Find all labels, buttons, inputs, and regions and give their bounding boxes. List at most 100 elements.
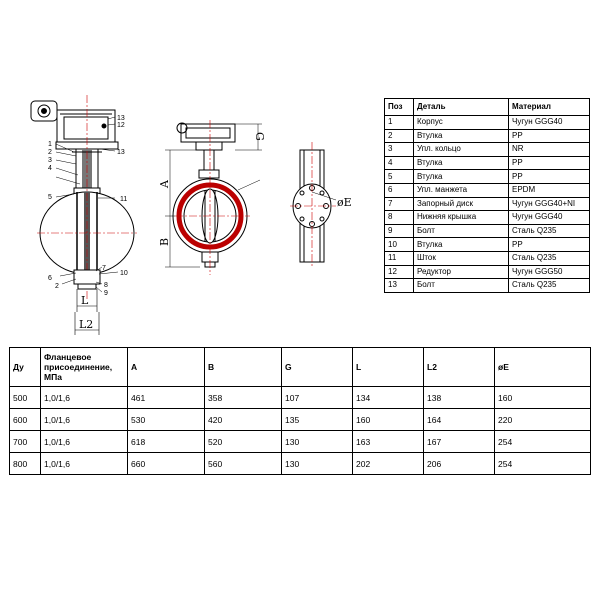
col-part: Деталь (413, 98, 509, 116)
parts-cell-pos: 11 (384, 250, 414, 266)
callout-5: 5 (48, 194, 52, 201)
dims-cell-l: 160 (352, 408, 424, 431)
parts-cell-part: Упл. манжета (413, 182, 509, 198)
front-view (165, 120, 262, 275)
parts-cell-material: Сталь Q235 (508, 223, 590, 239)
callout-3: 3 (48, 157, 52, 164)
dims-cell-l2: 206 (423, 452, 495, 475)
dims-cell-l: 202 (352, 452, 424, 475)
parts-cell-pos: 13 (384, 278, 414, 293)
parts-cell-pos: 4 (384, 155, 414, 171)
callout-12: 12 (117, 122, 125, 129)
dim-l2-label: L2 (79, 318, 93, 331)
dims-cell-l: 134 (352, 386, 424, 409)
col-a: A (127, 347, 205, 387)
parts-cell-part: Редуктор (413, 264, 509, 280)
dims-cell-e: 220 (494, 408, 591, 431)
callout-13: 13 (117, 149, 125, 156)
dims-cell-pressure: 1,0/1,6 (40, 408, 128, 431)
dims-cell-b: 420 (204, 408, 282, 431)
dimensions-table: Ду Фланцевое присоединение, МПа A B G L … (9, 347, 591, 475)
col-l: L (352, 347, 424, 387)
parts-cell-material: Чугун GGG50 (508, 264, 590, 280)
dims-cell-a: 618 (127, 430, 205, 453)
parts-cell-part: Запорный диск (413, 196, 509, 212)
parts-cell-pos: 9 (384, 223, 414, 239)
parts-cell-material: Чугун GGG40 (508, 115, 590, 130)
col-pos: Поз (384, 98, 414, 116)
parts-cell-material: PP (508, 169, 590, 184)
dims-cell-e: 254 (494, 430, 591, 453)
parts-cell-pos: 8 (384, 210, 414, 225)
col-l2: L2 (423, 347, 495, 387)
dims-cell-dn: 600 (9, 408, 41, 431)
dims-cell-b: 560 (204, 452, 282, 475)
callout-2: 2 (48, 149, 52, 156)
dims-cell-dn: 700 (9, 430, 41, 453)
dim-b-label: B (158, 238, 171, 246)
dims-cell-l2: 167 (423, 430, 495, 453)
dims-cell-a: 461 (127, 386, 205, 409)
callout-6: 6 (48, 275, 52, 282)
parts-cell-pos: 2 (384, 128, 414, 144)
dim-e-label: øE (337, 196, 352, 209)
dims-cell-g: 130 (281, 452, 353, 475)
valve-technical-drawing: 1 2 3 4 5 6 2 7 8 9 10 11 12 13 13 L L2 … (30, 95, 352, 335)
callout-13-top: 13 (117, 115, 125, 122)
callout-8: 8 (104, 282, 108, 289)
callout-2b: 2 (55, 283, 59, 290)
parts-cell-pos: 3 (384, 142, 414, 157)
parts-cell-material: PP (508, 237, 590, 252)
dims-cell-dn: 500 (9, 386, 41, 409)
parts-cell-material: Сталь Q235 (508, 278, 590, 293)
parts-cell-material: PP (508, 128, 590, 144)
dims-cell-a: 530 (127, 408, 205, 431)
parts-cell-material: Сталь Q235 (508, 250, 590, 266)
dims-cell-g: 107 (281, 386, 353, 409)
dims-cell-dn: 800 (9, 452, 41, 475)
parts-cell-part: Нижняя крышка (413, 210, 509, 225)
parts-cell-pos: 6 (384, 182, 414, 198)
dims-cell-g: 135 (281, 408, 353, 431)
callout-11: 11 (120, 196, 127, 203)
callout-4: 4 (48, 165, 52, 172)
parts-cell-material: PP (508, 155, 590, 171)
parts-cell-part: Втулка (413, 128, 509, 144)
callout-10: 10 (120, 270, 128, 277)
parts-cell-part: Болт (413, 278, 509, 293)
parts-cell-material: Чугун GGG40 (508, 210, 590, 225)
col-e: øE (494, 347, 591, 387)
dim-a-label: A (158, 179, 171, 189)
dims-cell-a: 660 (127, 452, 205, 475)
dims-cell-g: 130 (281, 430, 353, 453)
dims-cell-b: 520 (204, 430, 282, 453)
dim-g-label: G (253, 132, 266, 141)
dims-cell-e: 160 (494, 386, 591, 409)
parts-cell-part: Упл. кольцо (413, 142, 509, 157)
parts-cell-part: Шток (413, 250, 509, 266)
dims-cell-l2: 164 (423, 408, 495, 431)
side-view (30, 95, 137, 335)
callout-1: 1 (48, 141, 52, 148)
dims-cell-l: 163 (352, 430, 424, 453)
dims-cell-pressure: 1,0/1,6 (40, 452, 128, 475)
parts-cell-material: Чугун GGG40+NI (508, 196, 590, 212)
col-dn: Ду (9, 347, 41, 387)
parts-cell-pos: 10 (384, 237, 414, 252)
callout-9: 9 (104, 290, 108, 297)
